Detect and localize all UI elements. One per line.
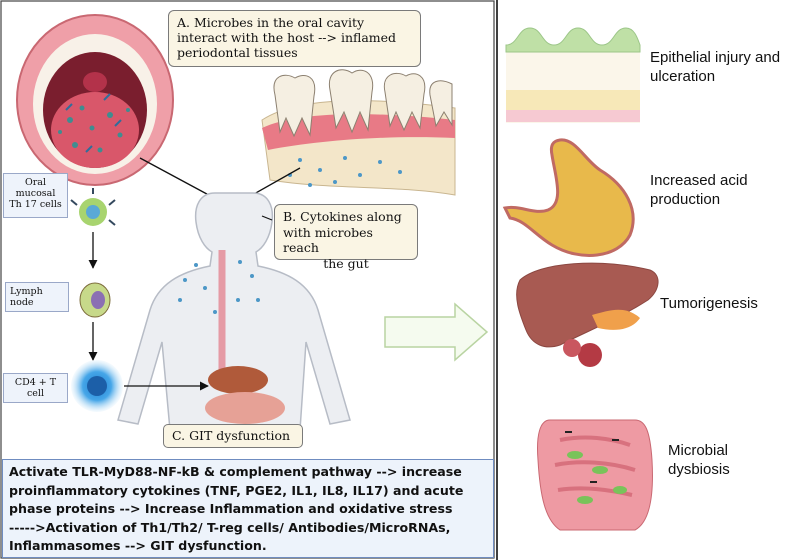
liver-illustration xyxy=(516,262,659,367)
callout-git-dysfunction: C. GIT dysfunction xyxy=(163,424,303,448)
lymph-line-1: Lymph xyxy=(10,286,43,297)
lymph-node-illustration xyxy=(79,282,111,318)
mechanism-summary-box: Activate TLR-MyD88-NF-kB & complement pa… xyxy=(2,459,494,558)
cd4-line-1: CD4 + T xyxy=(14,377,57,388)
outcome-tumorigenesis: Tumorigenesis xyxy=(660,294,758,313)
tumor-text: Tumorigenesis xyxy=(660,295,758,312)
callout-a-line-1: A. Microbes in the oral cavity xyxy=(177,15,365,30)
th17-cell-illustration xyxy=(70,188,116,226)
callout-microbes-oral-cavity: A. Microbes in the oral cavity interact … xyxy=(168,10,421,67)
acid-line-1: Increased acid xyxy=(650,172,748,189)
stomach-illustration xyxy=(502,138,635,257)
outcome-epithelial-injury: Epithelial injury and ulceration xyxy=(650,48,780,86)
left-panel-frame xyxy=(0,0,495,559)
dysbiosis-line-2: dysbiosis xyxy=(668,461,730,478)
th17-line-1: Oral xyxy=(24,177,47,188)
summary-line-1: Activate TLR-MyD88-NF-kB & complement pa… xyxy=(9,464,462,479)
lymph-line-2: node xyxy=(10,297,34,308)
summary-line-3: phase proteins --> Increase Inflammation… xyxy=(9,501,453,516)
callout-a-line-2: interact with the host --> inflamed xyxy=(177,30,397,45)
dysbiosis-line-1: Microbial xyxy=(668,442,729,459)
outcome-microbial-dysbiosis: Microbial dysbiosis xyxy=(668,441,730,479)
arrow-b-to-body xyxy=(261,215,273,221)
callout-b-line-3: the gut xyxy=(323,255,369,271)
outcome-increased-acid: Increased acid production xyxy=(650,171,748,209)
callout-b-line-2: with microbes reach xyxy=(283,224,373,256)
epithelial-line-2: ulceration xyxy=(650,68,716,85)
summary-line-2: proinflammatory cytokines (TNF, PGE2, IL… xyxy=(9,482,464,498)
epithelial-line-1: Epithelial injury and xyxy=(650,49,781,66)
cd4-t-cell-illustration xyxy=(71,360,123,412)
summary-line-5: Inflammasomes --> GIT dysfunction. xyxy=(9,538,267,553)
callout-a-line-3: periodontal tissues xyxy=(177,45,298,60)
epithelium-illustration xyxy=(505,27,641,123)
human-body-illustration xyxy=(117,192,351,431)
th17-line-3: Th 17 cells xyxy=(9,199,62,210)
arrow-mouth-to-body xyxy=(139,157,219,201)
th17-line-2: mucosal xyxy=(15,188,56,199)
callout-c-text: C. GIT dysfunction xyxy=(172,428,291,443)
outcome-arrow xyxy=(384,302,489,362)
intestine-illustration xyxy=(537,419,653,531)
callout-b-line-1: B. Cytokines along xyxy=(283,209,402,224)
periodontal-tissue-illustration xyxy=(261,69,456,196)
open-mouth-illustration xyxy=(16,14,174,186)
label-oral-mucosal-th17: Oral mucosal Th 17 cells xyxy=(3,173,68,218)
callout-cytokines-reach-gut: B. Cytokines along with microbes reach t… xyxy=(274,204,418,271)
acid-line-2: production xyxy=(650,191,721,208)
summary-line-4: ----->Activation of Th1/Th2/ T-reg cells… xyxy=(9,519,451,535)
cd4-line-2: cell xyxy=(26,388,45,399)
label-lymph-node: Lymph node xyxy=(5,282,69,312)
label-cd4-t-cell: CD4 + T cell xyxy=(3,373,68,403)
